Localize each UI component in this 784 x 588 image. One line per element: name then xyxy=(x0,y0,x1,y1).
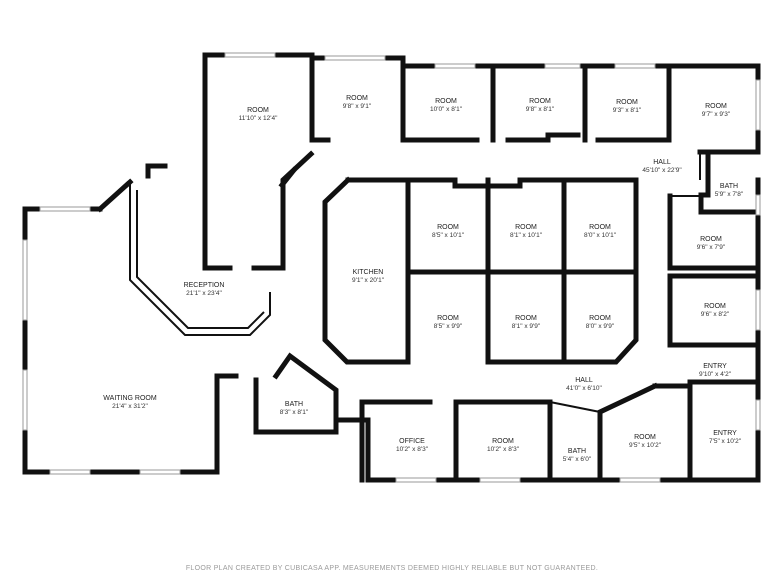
room-dimensions: 8'0" x 9'9" xyxy=(586,323,615,330)
room-name: ROOM xyxy=(515,315,537,322)
room-name: ROOM xyxy=(616,99,638,106)
room-dimensions: 9'6" x 7'9" xyxy=(697,244,726,251)
room-dimensions: 8'0" x 10'1" xyxy=(584,232,617,239)
room-dimensions: 9'1" x 20'1" xyxy=(352,277,385,284)
room-name: ENTRY xyxy=(703,363,727,370)
room-name: ROOM xyxy=(247,107,269,114)
room-name: ROOM xyxy=(437,224,459,231)
room-dimensions: 9'10" x 4'2" xyxy=(699,371,732,378)
room-name: ROOM xyxy=(492,438,514,445)
room-dimensions: 9'8" x 9'1" xyxy=(343,103,372,110)
room-name: HALL xyxy=(653,159,671,166)
room-name: BATH xyxy=(568,448,586,455)
room-dimensions: 10'2" x 8'3" xyxy=(396,446,429,453)
room-name: BATH xyxy=(720,183,738,190)
room-dimensions: 9'3" x 8'1" xyxy=(613,107,642,114)
room-name: ROOM xyxy=(700,236,722,243)
room-name: ROOM xyxy=(589,224,611,231)
room-name: ROOM xyxy=(435,98,457,105)
room-dimensions: 45'10" x 22'9" xyxy=(642,167,682,174)
room-name: ROOM xyxy=(704,303,726,310)
room-dimensions: 9'6" x 8'2" xyxy=(701,311,730,318)
room-dimensions: 11'10" x 12'4" xyxy=(239,115,278,122)
room-dimensions: 21'1" x 23'4" xyxy=(186,290,222,297)
room-dimensions: 8'5" x 10'1" xyxy=(432,232,465,239)
room-dimensions: 7'5" x 10'2" xyxy=(709,438,742,445)
room-name: HALL xyxy=(575,377,593,384)
room-dimensions: 10'0" x 8'1" xyxy=(430,106,463,113)
room-dimensions: 21'4" x 31'2" xyxy=(112,403,148,410)
room-dimensions: 8'1" x 9'9" xyxy=(512,323,541,330)
room-dimensions: 5'4" x 6'0" xyxy=(563,456,592,463)
outer-walls xyxy=(22,52,761,483)
room-name: ROOM xyxy=(634,434,656,441)
room-dimensions: 9'8" x 8'1" xyxy=(526,106,555,113)
room-dimensions: 9'7" x 9'3" xyxy=(702,111,731,118)
room-dimensions: 5'9" x 7'8" xyxy=(715,191,744,198)
room-dimensions: 8'3" x 8'1" xyxy=(280,409,309,416)
room-dimensions: 8'5" x 9'9" xyxy=(434,323,463,330)
room-dimensions: 41'0" x 6'10" xyxy=(566,385,602,392)
room-name: KITCHEN xyxy=(353,269,384,276)
room-name: RECEPTION xyxy=(184,282,225,289)
room-name: OFFICE xyxy=(399,438,425,445)
room-name: ROOM xyxy=(437,315,459,322)
room-name: ROOM xyxy=(529,98,551,105)
interior-walls xyxy=(129,55,761,483)
room-dimensions: 10'2" x 8'3" xyxy=(487,446,520,453)
room-name: ROOM xyxy=(346,95,368,102)
room-name: WAITING ROOM xyxy=(103,395,157,402)
windows xyxy=(22,52,761,483)
room-name: ROOM xyxy=(589,315,611,322)
room-name: BATH xyxy=(285,401,303,408)
room-name: ROOM xyxy=(705,103,727,110)
room-dimensions: 9'5" x 10'2" xyxy=(629,442,662,449)
footer-disclaimer: FLOOR PLAN CREATED BY CUBICASA APP. MEAS… xyxy=(186,565,598,572)
room-dimensions: 8'1" x 10'1" xyxy=(510,232,543,239)
room-name: ROOM xyxy=(515,224,537,231)
room-name: ENTRY xyxy=(713,430,737,437)
